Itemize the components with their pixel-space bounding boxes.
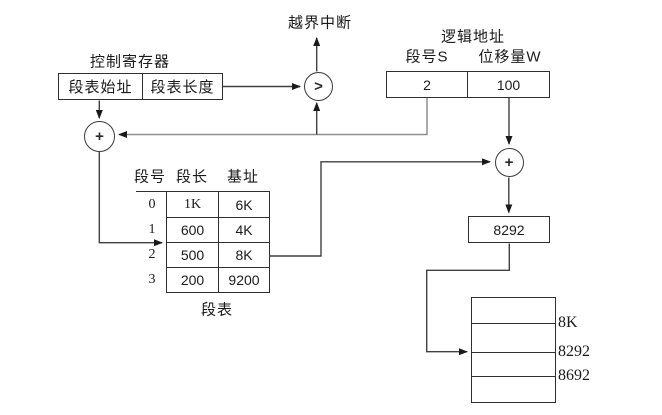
segment-length-value: 500 (167, 242, 218, 267)
memory-block (471, 297, 556, 403)
segment-length-value: 200 (167, 267, 218, 292)
adder1-circle: + (84, 120, 115, 152)
control-register-box: 段表始址 段表长度 (58, 73, 223, 100)
segment-length-value: 600 (167, 217, 218, 242)
line-physical-address-to-memory (426, 243, 510, 356)
adder1-plus-symbol: + (95, 127, 104, 145)
memory-row (472, 376, 555, 402)
segment-table-row-number: 3 (148, 272, 156, 287)
segment-length-value: 1K (183, 196, 202, 212)
segment-table: 1K 6K 600 4K 500 8K 200 9200 (166, 191, 270, 293)
displacement-value: 100 (467, 72, 549, 97)
segment-table-caption: 段表 (200, 301, 234, 319)
segment-table-row-number: 2 (148, 247, 156, 262)
memory-row (472, 352, 555, 376)
physical-address-value: 8292 (493, 221, 525, 238)
control-register-title: 控制寄存器 (89, 53, 171, 71)
segment-number-label: 段号S (405, 48, 449, 66)
segment-table-length-cell: 段表长度 (141, 74, 222, 99)
logical-address-title: 逻辑地址 (440, 28, 506, 46)
base-address-value: 9200 (218, 267, 269, 292)
comparator-symbol: > (314, 77, 323, 95)
memory-label-8k: 8K (558, 314, 578, 331)
base-address-value: 4K (218, 217, 269, 242)
line-segment-number-to-adder1 (118, 98, 428, 138)
memory-label-8292: 8292 (558, 343, 590, 360)
line-adder1-to-segment-table (98, 152, 163, 247)
adder2-circle: + (494, 148, 524, 177)
out-of-bounds-interrupt-label: 越界中断 (287, 14, 353, 32)
base-address-value: 8K (218, 242, 269, 267)
segment-number-value: 2 (423, 76, 431, 93)
segment-table-header-base: 基址 (226, 168, 260, 186)
base-address-value: 6K (218, 192, 269, 217)
comparator-circle: > (304, 71, 333, 101)
memory-label-8692: 8692 (558, 367, 590, 384)
segment-table-row-number: 1 (148, 222, 156, 237)
physical-address-box: 8292 (468, 216, 550, 243)
line-base-address-to-adder2 (268, 158, 491, 257)
adder2-plus-symbol: + (504, 154, 514, 171)
memory-row (472, 298, 555, 323)
displacement-label: 位移量W (478, 48, 542, 66)
segment-table-row-number: 0 (148, 197, 156, 212)
segment-table-header-no: 段号 (133, 168, 167, 186)
logical-address-box: 2 100 (386, 71, 550, 98)
segment-table-header-length: 段长 (175, 168, 209, 186)
segment-table-start-cell: 段表始址 (68, 79, 133, 96)
memory-row (472, 323, 555, 352)
